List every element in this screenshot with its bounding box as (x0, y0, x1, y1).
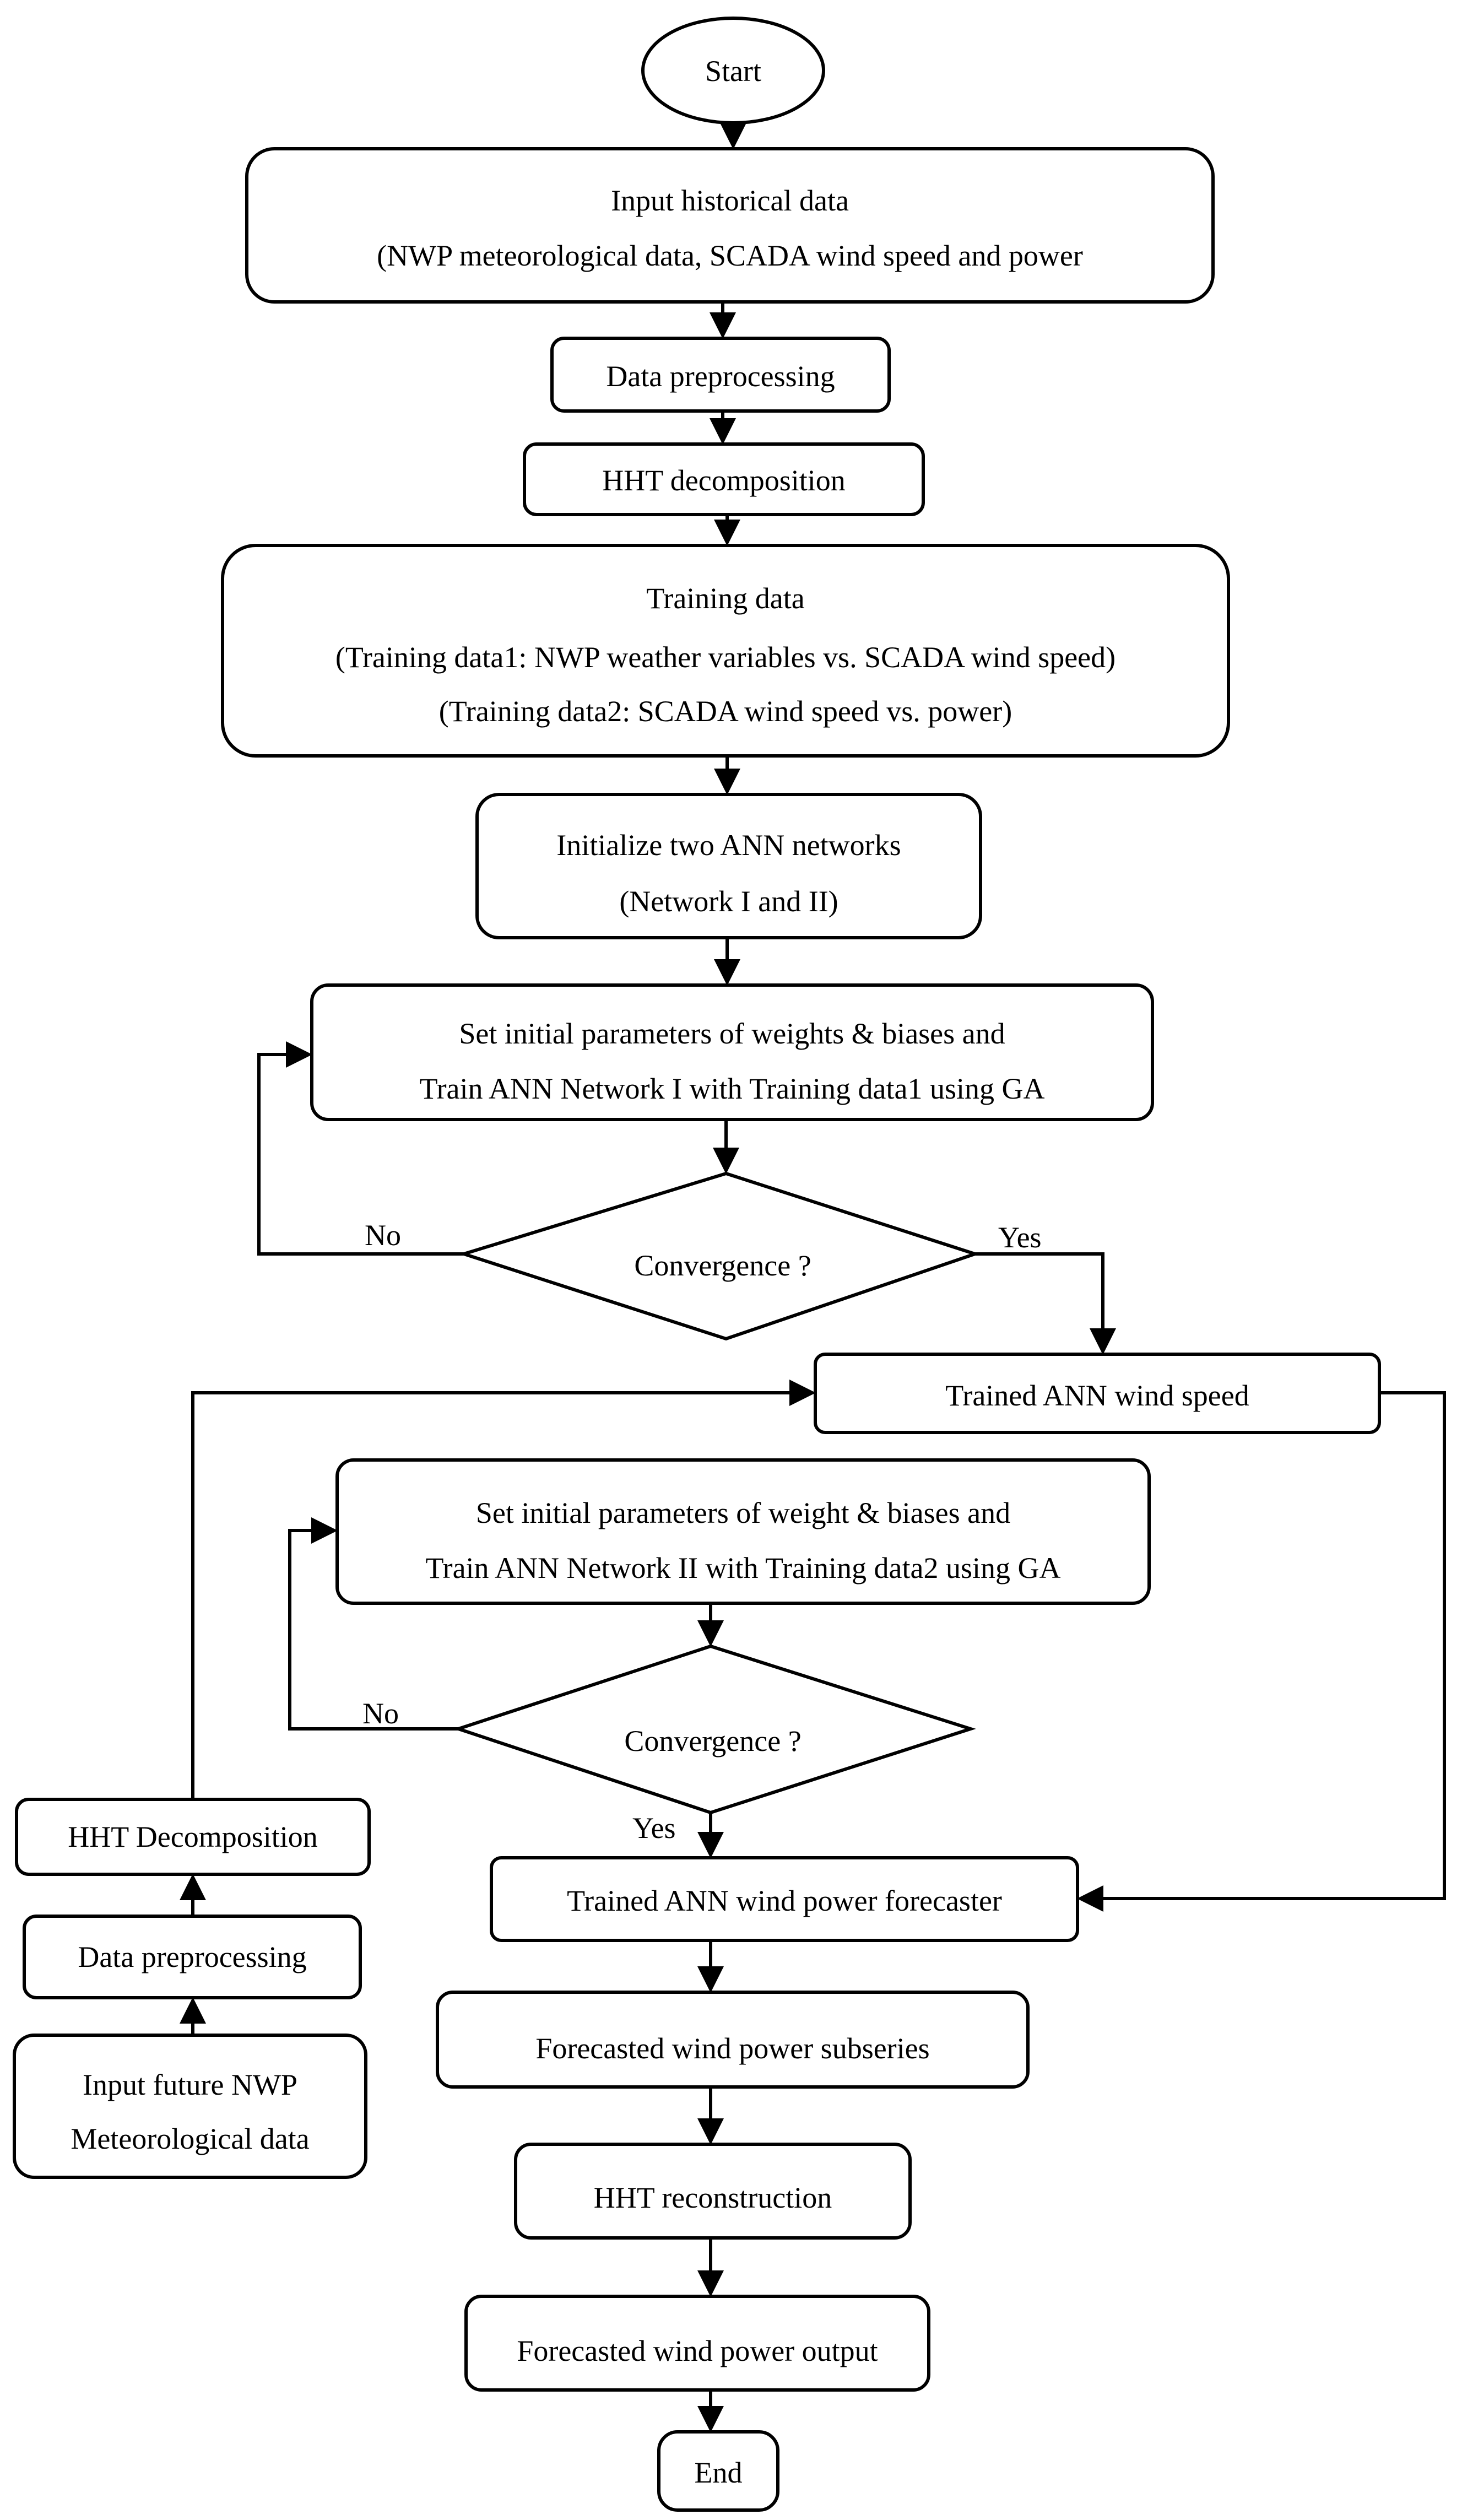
trained-wind-speed-box: Trained ANN wind speed (814, 1353, 1381, 1434)
training-data-line2: (Training data1: NWP weather variables v… (335, 641, 1116, 674)
train-network-1-box: Set initial parameters of weights & bias… (310, 983, 1154, 1121)
forecasted-output-label: Forecasted wind power output (517, 2334, 878, 2367)
input-future-line1: Input future NWP (83, 2068, 297, 2101)
hht-decomposition-label: HHT decomposition (602, 464, 845, 497)
training-data-box: Training data (Training data1: NWP weath… (221, 544, 1230, 758)
trained-power-forecaster-label: Trained ANN wind power forecaster (567, 1884, 1002, 1917)
forecasted-subseries-box: Forecasted wind power subseries (436, 1991, 1030, 2089)
arrow-left-to-trained-wind-speed (191, 1380, 816, 1799)
convergence-1-label: Convergence ? (634, 1249, 811, 1282)
arrow-convergence1-yes (975, 1252, 1116, 1355)
hht-reconstruction-label: HHT reconstruction (594, 2181, 832, 2214)
init-networks-box: Initialize two ANN networks (Network I a… (475, 793, 982, 939)
training-data-line1: Training data (646, 582, 805, 615)
left-hht-decomposition-label: HHT Decomposition (68, 1820, 317, 1853)
input-historical-line1: Input historical data (611, 184, 849, 217)
arrow-convergence2-no-loop (288, 1517, 458, 1731)
input-future-box: Input future NWP Meteorological data (13, 2034, 367, 2179)
no-label-1: No (365, 1219, 401, 1252)
convergence-2-diamond: Convergence ? (453, 1644, 976, 1815)
trained-wind-speed-label: Trained ANN wind speed (945, 1379, 1249, 1412)
train-network-1-line2: Train ANN Network I with Training data1 … (419, 1072, 1044, 1105)
trained-power-forecaster-box: Trained ANN wind power forecaster (490, 1856, 1079, 1942)
init-networks-line1: Initialize two ANN networks (556, 829, 901, 862)
left-data-preprocessing-label: Data preprocessing (78, 1940, 306, 1973)
hht-decomposition-box: HHT decomposition (523, 442, 925, 516)
left-data-preprocessing-box: Data preprocessing (23, 1915, 362, 1999)
train-network-2-box: Set initial parameters of weight & biase… (335, 1458, 1151, 1605)
init-networks-line2: (Network I and II) (619, 885, 838, 918)
convergence-2-label: Convergence ? (624, 1724, 801, 1757)
arrow-convergence1-no-loop (257, 1041, 464, 1256)
start-node: Start (641, 17, 825, 125)
train-network-2-line1: Set initial parameters of weight & biase… (476, 1496, 1010, 1529)
convergence-1-diamond: Convergence ? (458, 1171, 981, 1341)
no-label-2: No (362, 1697, 399, 1730)
end-label: End (695, 2456, 743, 2489)
end-node: End (657, 2430, 779, 2512)
data-preprocessing-label: Data preprocessing (606, 360, 835, 393)
train-network-2-line2: Train ANN Network II with Training data2… (426, 1551, 1061, 1585)
input-historical-line2: (NWP meteorological data, SCADA wind spe… (377, 239, 1083, 272)
hht-reconstruction-box: HHT reconstruction (514, 2143, 912, 2240)
input-future-line2: Meteorological data (71, 2122, 309, 2155)
data-preprocessing-box: Data preprocessing (550, 337, 891, 413)
start-label: Start (705, 55, 761, 88)
train-network-1-line1: Set initial parameters of weights & bias… (459, 1017, 1005, 1050)
input-historical-box: Input historical data (NWP meteorologica… (245, 147, 1215, 304)
arrow-wind-speed-to-forecaster (1077, 1391, 1446, 1912)
forecasted-subseries-label: Forecasted wind power subseries (535, 2032, 929, 2065)
training-data-line3: (Training data2: SCADA wind speed vs. po… (439, 695, 1012, 728)
yes-label-2: Yes (632, 1811, 676, 1845)
left-hht-decomposition-box: HHT Decomposition (15, 1798, 371, 1876)
yes-label-1: Yes (998, 1221, 1042, 1254)
forecasted-output-box: Forecasted wind power output (464, 2295, 930, 2392)
